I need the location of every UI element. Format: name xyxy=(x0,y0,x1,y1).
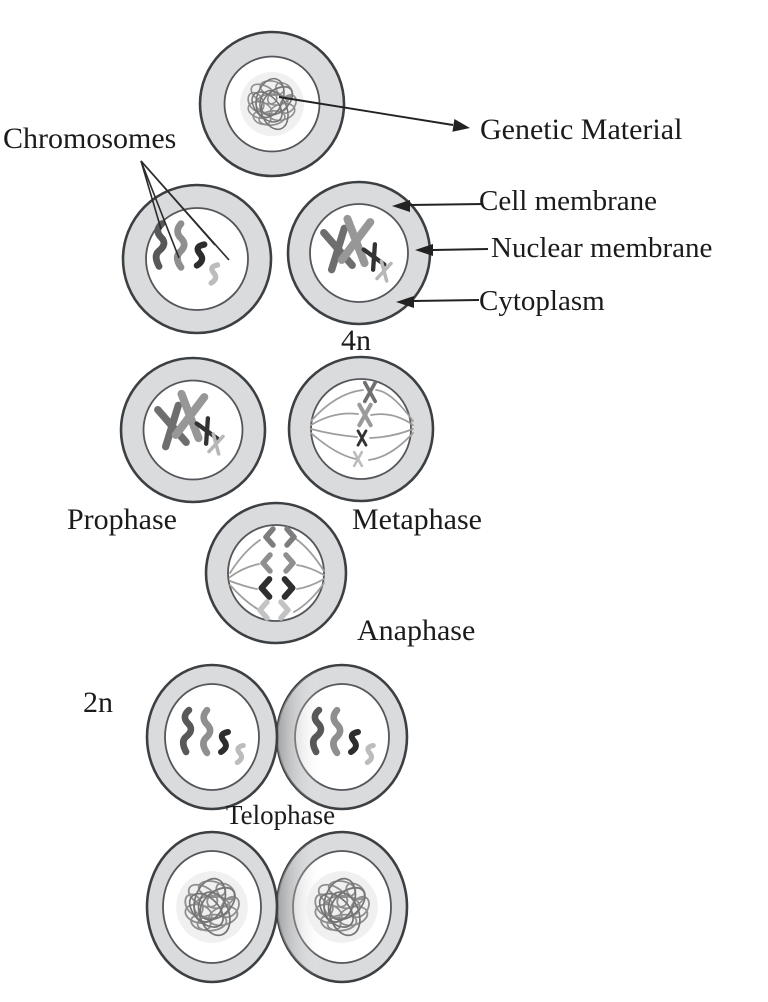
anaphase-spindle-fibers xyxy=(229,538,325,613)
cell-membrane-arrow xyxy=(392,200,484,212)
nuclear-membrane-label: Nuclear membrane xyxy=(491,232,713,264)
nuclear-membrane-arrow xyxy=(415,244,489,256)
telophase-cell-left xyxy=(145,663,279,811)
metaphase-label: Metaphase xyxy=(352,503,482,536)
genetic-material-label: Genetic Material xyxy=(480,113,683,146)
telophase-label: Telophase xyxy=(226,800,336,830)
anaphase-cell xyxy=(204,501,348,645)
genetic-material-arrow xyxy=(278,96,470,132)
chromosomes-pointer-lines xyxy=(140,160,230,261)
anaphase-label: Anaphase xyxy=(357,614,476,647)
prophase-label: Prophase xyxy=(67,503,177,536)
cell-membrane-label: Cell membrane xyxy=(479,185,657,217)
daughter-cells xyxy=(145,830,409,984)
interphase-cell-left xyxy=(121,183,273,335)
prophase-cell xyxy=(119,356,267,504)
ploidy-2n-label: 2n xyxy=(83,686,113,719)
genetic-material-chromatin xyxy=(239,71,305,137)
daughter-right-chromatin xyxy=(305,870,379,944)
daughter-left-chromatin xyxy=(175,870,249,944)
cytoplasm-label: Cytoplasm xyxy=(479,285,605,317)
telophase-cells xyxy=(145,663,409,811)
cytoplasm-arrow xyxy=(396,296,480,308)
cell-4n xyxy=(286,180,432,326)
ploidy-4n-label: 4n xyxy=(341,324,371,357)
metaphase-cell xyxy=(287,355,435,503)
chromosomes-label: Chromosomes xyxy=(3,122,177,155)
metaphase-spindle-fibers xyxy=(310,389,414,461)
